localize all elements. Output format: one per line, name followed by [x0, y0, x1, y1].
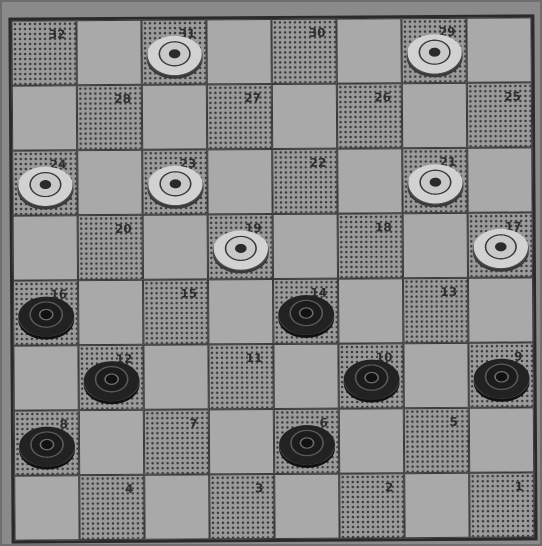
square-16[interactable]: 16	[13, 280, 78, 345]
square-2[interactable]: 2	[339, 473, 404, 538]
light-square	[79, 410, 144, 475]
white-checker-piece[interactable]	[212, 230, 268, 270]
square-4[interactable]: 4	[79, 475, 144, 540]
light-square	[207, 149, 272, 214]
light-square	[338, 278, 403, 343]
light-square	[77, 150, 142, 215]
square-30[interactable]: 30	[271, 19, 336, 84]
black-checker-piece[interactable]	[18, 296, 74, 336]
square-29[interactable]: 29	[401, 18, 466, 83]
black-checker-piece[interactable]	[473, 358, 529, 398]
white-checker-piece[interactable]	[147, 165, 203, 205]
light-square	[403, 213, 468, 278]
square-15[interactable]: 15	[143, 279, 208, 344]
square-number: 2	[385, 480, 393, 494]
light-square	[466, 17, 531, 82]
square-number: 3	[255, 481, 263, 495]
light-square	[206, 19, 271, 84]
square-number: 25	[504, 89, 521, 103]
white-checker-piece[interactable]	[17, 166, 73, 206]
square-26[interactable]: 26	[337, 83, 402, 148]
light-square	[144, 474, 209, 539]
light-square	[142, 84, 207, 149]
square-5[interactable]: 5	[404, 408, 469, 473]
light-square	[469, 407, 534, 472]
square-28[interactable]: 28	[77, 85, 142, 150]
square-11[interactable]: 11	[208, 344, 273, 409]
black-checker-piece[interactable]	[83, 361, 139, 401]
light-square	[336, 18, 401, 83]
square-32[interactable]: 32	[11, 20, 76, 85]
light-square	[14, 475, 79, 540]
square-19[interactable]: 19	[208, 214, 273, 279]
square-number: 11	[246, 351, 263, 365]
light-square	[273, 344, 338, 409]
square-18[interactable]: 18	[338, 213, 403, 278]
square-number: 22	[310, 156, 327, 170]
square-27[interactable]: 27	[207, 84, 272, 149]
square-number: 30	[309, 26, 326, 40]
square-21[interactable]: 21	[402, 148, 467, 213]
light-square	[78, 280, 143, 345]
light-square	[339, 408, 404, 473]
square-number: 1	[515, 479, 523, 493]
square-7[interactable]: 7	[144, 409, 209, 474]
square-number: 18	[375, 220, 392, 234]
light-square	[208, 279, 273, 344]
light-square	[76, 20, 141, 85]
square-number: 27	[244, 91, 261, 105]
light-square	[12, 85, 77, 150]
light-square	[13, 215, 78, 280]
square-number: 5	[449, 415, 457, 429]
square-10[interactable]: 10	[338, 343, 403, 408]
light-square	[209, 409, 274, 474]
square-8[interactable]: 8	[14, 410, 79, 475]
square-25[interactable]: 25	[467, 82, 532, 147]
square-number: 32	[49, 27, 66, 41]
square-24[interactable]: 24	[12, 150, 77, 215]
square-22[interactable]: 22	[272, 149, 337, 214]
square-6[interactable]: 6	[274, 409, 339, 474]
light-square	[468, 277, 533, 342]
light-square	[143, 214, 208, 279]
square-14[interactable]: 14	[273, 279, 338, 344]
light-square	[143, 344, 208, 409]
square-31[interactable]: 31	[141, 19, 206, 84]
square-12[interactable]: 12	[78, 345, 143, 410]
square-9[interactable]: 9	[468, 342, 533, 407]
black-checker-piece[interactable]	[278, 294, 334, 334]
black-checker-piece[interactable]	[278, 424, 334, 464]
light-square	[403, 343, 468, 408]
black-checker-piece[interactable]	[343, 359, 399, 399]
square-number: 28	[114, 92, 131, 106]
square-13[interactable]: 13	[403, 278, 468, 343]
square-1[interactable]: 1	[469, 472, 534, 537]
light-square	[272, 84, 337, 149]
square-number: 7	[189, 416, 197, 430]
light-square	[274, 474, 339, 539]
light-square	[273, 214, 338, 279]
light-square	[404, 473, 469, 538]
square-23[interactable]: 23	[142, 149, 207, 214]
square-20[interactable]: 20	[78, 215, 143, 280]
square-number: 20	[115, 222, 132, 236]
light-square	[467, 147, 532, 212]
square-number: 26	[374, 90, 391, 104]
square-3[interactable]: 3	[209, 474, 274, 539]
square-17[interactable]: 17	[468, 212, 533, 277]
light-square	[13, 345, 78, 410]
square-number: 15	[180, 286, 197, 300]
square-number: 13	[440, 285, 457, 299]
white-checker-piece[interactable]	[406, 34, 462, 74]
white-checker-piece[interactable]	[407, 164, 463, 204]
white-checker-piece[interactable]	[146, 35, 202, 75]
black-checker-piece[interactable]	[18, 426, 74, 466]
square-number: 4	[125, 482, 133, 496]
light-square	[402, 83, 467, 148]
white-checker-piece[interactable]	[472, 228, 528, 268]
light-square	[337, 148, 402, 213]
